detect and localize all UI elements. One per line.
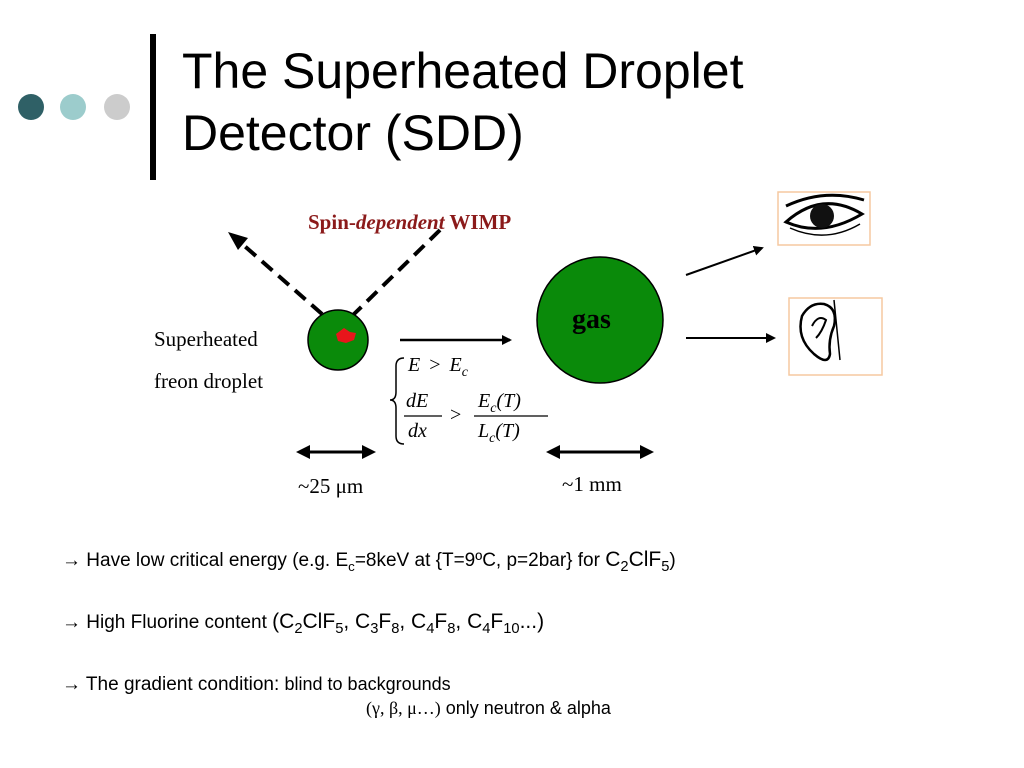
bullet-critical-energy: → Have low critical energy (e.g. Ec=8keV…: [62, 548, 676, 575]
title-line-1: The Superheated Droplet: [182, 43, 744, 99]
bullet2-c1: C: [279, 610, 295, 633]
decor-dot-dark: [18, 94, 44, 120]
cond2-num-right: Ec(T): [478, 390, 521, 417]
size-arrow-small: [296, 445, 376, 459]
bullet3-line2-text: only neutron & alpha: [440, 698, 611, 718]
wimp-label: Spin-dependent WIMP: [308, 210, 511, 235]
ear-icon: [788, 297, 883, 376]
bullet1-f2: ClF: [628, 548, 662, 571]
bullet2-c1s: 2: [294, 621, 303, 638]
wimp-label-emph: dependent: [355, 210, 445, 234]
bullet3-arrow: →: [62, 674, 81, 695]
title-divider: [150, 34, 156, 180]
bullet3-greek: (γ, β, μ…): [366, 698, 441, 718]
cond2-den-r-sub: c: [489, 431, 496, 446]
bullet2-c7s: 4: [482, 621, 491, 638]
condition-brace: [389, 357, 405, 445]
bullet1-end: ): [669, 550, 676, 571]
bullet2-text1: High Fluorine content: [81, 612, 273, 633]
cond2-op: >: [450, 404, 462, 426]
bullet2-close: ...): [519, 610, 545, 633]
bullet2-compounds: (C2ClF5, C3F8, C4F8, C4F10...): [272, 610, 545, 637]
cond1-op: >: [429, 354, 441, 376]
bullet1-f1: C: [605, 548, 621, 571]
bullet1-f2s: 5: [661, 559, 670, 576]
cond2-den-r: L: [478, 420, 490, 442]
cond2-den-r-arg: (T): [495, 420, 520, 442]
wimp-scatter-arrow: [228, 232, 324, 316]
gas-bubble: [536, 256, 664, 384]
bullet1-arrow: →: [62, 550, 81, 571]
wimp-label-prefix: Spin-: [308, 210, 356, 234]
diagram-graphics: [228, 191, 883, 459]
bullet2-sep1: ,: [343, 610, 356, 633]
bullet2-sep3: ,: [455, 610, 468, 633]
recoil-spot: [336, 328, 356, 343]
bullet2-c5: C: [411, 610, 427, 633]
bullet2-c4: F: [378, 610, 392, 633]
bullet1-text1: Have low critical energy (e.g. E: [81, 550, 349, 571]
bullet2-c3s: 3: [370, 621, 379, 638]
wimp-incoming-arrow: [350, 228, 442, 318]
condition-energy: E > Ec: [408, 354, 468, 381]
bullet2-c6s: 8: [447, 621, 456, 638]
bullet2-c2: ClF: [302, 610, 336, 633]
bullet1-sub1: c: [348, 558, 355, 574]
cond2-num-r: E: [478, 390, 491, 412]
bullet2-open: (: [272, 610, 280, 633]
droplet-label-line2: freon droplet: [154, 369, 264, 393]
bullet-fluorine: → High Fluorine content (C2ClF5, C3F8, C…: [62, 610, 544, 637]
bullet2-c3: C: [355, 610, 371, 633]
size-arrow-large: [546, 445, 654, 459]
bullet2-arrow: →: [62, 612, 81, 633]
cond2-den-left: dx: [408, 420, 427, 442]
cond1-rhs-sub: c: [461, 365, 468, 380]
bullet2-c8: F: [490, 610, 504, 633]
page-title: The Superheated Droplet Detector (SDD): [182, 40, 743, 164]
cond2-num-r-sub: c: [490, 401, 497, 416]
bullet2-c8s: 10: [503, 621, 520, 638]
bullet-gradient: → The gradient condition: blind to backg…: [62, 674, 451, 696]
detector-diagram: Spin-dependent WIMP Superheated freon dr…: [154, 191, 883, 498]
bullet2-c6: F: [434, 610, 448, 633]
cond1-rhs: E: [449, 354, 462, 376]
bullet2-c4s: 8: [391, 621, 400, 638]
bullet1-text2: =8keV at {T=9ºC, p=2bar} for: [354, 550, 606, 571]
bullet1-formula: C2ClF5: [605, 548, 669, 575]
cond2-num-left: dE: [406, 390, 429, 412]
bullet3-text1: The gradient condition:: [81, 674, 285, 695]
title-line-2: Detector (SDD): [182, 105, 524, 161]
bullet2-c2s: 5: [335, 621, 344, 638]
wimp-label-suffix: WIMP: [444, 210, 512, 234]
cond2-num-r-arg: (T): [496, 390, 521, 412]
bullet3-text2: blind to backgrounds: [284, 674, 451, 694]
gas-label: gas: [572, 304, 611, 335]
bullet2-c5s: 4: [426, 621, 435, 638]
cond1-lhs: E: [408, 354, 421, 376]
bullet-gradient-line2: (γ, β, μ…) only neutron & alpha: [366, 698, 611, 719]
bullet2-sep2: ,: [399, 610, 412, 633]
droplet-label: Superheated freon droplet: [154, 318, 263, 402]
size-label-large: ~1 mm: [562, 472, 622, 496]
decor-dot-gray: [104, 94, 130, 120]
bullet2-c7: C: [467, 610, 483, 633]
eye-icon: [777, 191, 871, 246]
arrow-to-eye: [685, 245, 764, 276]
droplet-label-line1: Superheated: [154, 327, 258, 351]
bullet1-f1s: 2: [620, 559, 629, 576]
size-label-small: ~25 μm: [298, 474, 364, 498]
decor-dot-teal: [60, 94, 86, 120]
cond2-den-right: Lc(T): [478, 420, 520, 447]
